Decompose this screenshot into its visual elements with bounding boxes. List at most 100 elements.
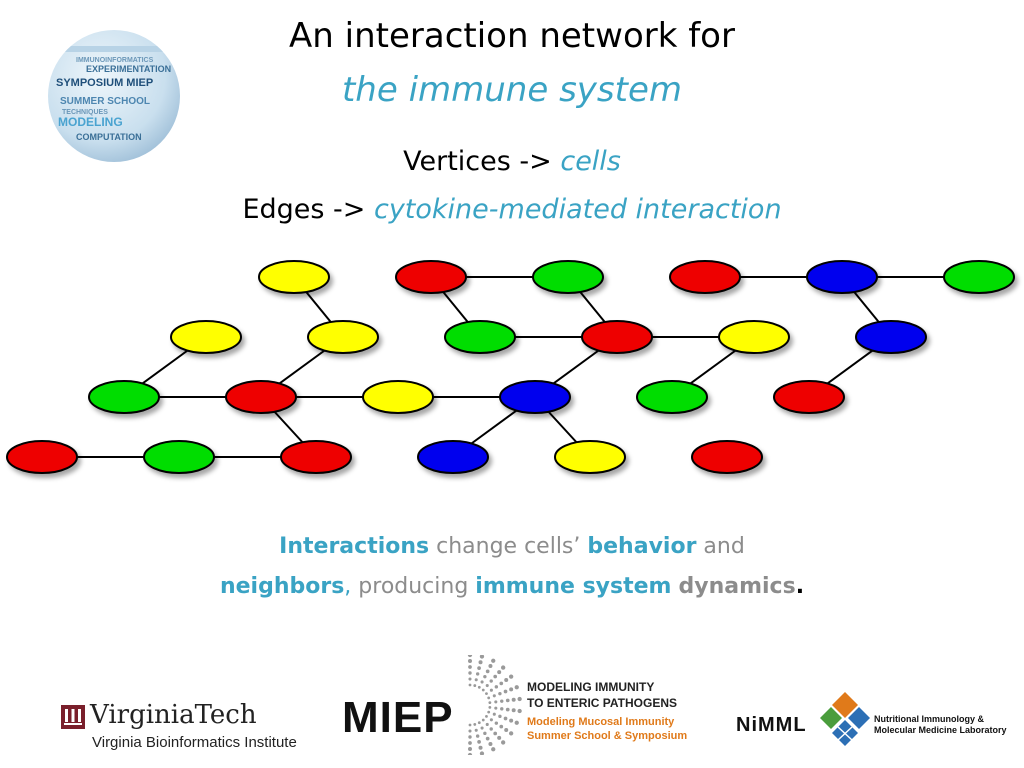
sphere-word: SYMPOSIUM MIEP [56,77,153,89]
page-title: An interaction network for [289,16,735,56]
dot [493,674,498,679]
nimml-logo: NiMML Nutritional Immunology &Molecular … [734,690,1007,760]
sphere-word: MODELING [58,115,123,129]
dot [478,745,483,750]
caption-word: neighbors [219,574,345,599]
miep-line: Modeling Mucosal Immunity [527,716,675,728]
edges-term: cytokine-mediated interaction [373,194,782,225]
cell-node-yellow [718,320,790,354]
dot [498,691,502,696]
dot [474,678,478,682]
dot [489,688,493,692]
dot [479,751,485,755]
dot [468,747,472,751]
caption-word: , [344,574,352,599]
cell-node-red [395,260,467,294]
dot [494,685,499,689]
cell-node-green [636,380,708,414]
dot [500,699,504,703]
dot [467,655,473,658]
sphere-word: TECHNIQUES [62,109,108,116]
dot [493,731,498,736]
cell-node-red [6,440,78,474]
cell-node-yellow [307,320,379,354]
cell-node-green [444,320,516,354]
dot [485,736,490,741]
virginia-tech-logo: VirginiaTech Virginia Bioinformatics Ins… [60,700,320,756]
dot [475,734,480,738]
sphere-word: SUMMER SCHOOL [60,96,150,107]
dot [489,679,493,683]
dot [499,724,504,729]
cell-node-red [669,260,741,294]
dot [503,716,508,721]
dot [491,658,496,663]
dot [504,678,509,683]
dot [478,660,483,665]
dot [475,672,480,676]
caption-word: Interactions [279,534,430,559]
dot [477,740,481,744]
nimml-wordmark: NiMML [736,714,807,736]
dot [494,700,498,704]
caption-line-1: Interactions change cells’ behavior and [0,534,1024,559]
cell-node-red [691,440,763,474]
miep-wordmark: MIEP [342,693,454,742]
dot [473,684,477,687]
caption-word: producing [351,574,476,599]
dot [468,723,472,727]
caption-word: and [696,534,745,559]
dot [480,726,484,730]
edges-definition: Edges -> cytokine-mediated interaction [0,194,1024,225]
dot [491,747,496,752]
dot [497,670,502,675]
dot [501,740,506,745]
dot [498,714,502,719]
dot [480,680,484,684]
dot [494,721,499,725]
caption-word: dynamics [678,574,796,599]
nimml-line: Molecular Medicine Laboratory [874,725,1007,735]
dot [485,692,488,696]
cell-node-green [143,440,215,474]
dot [488,706,492,709]
nimml-line: Nutritional Immunology & [874,714,984,724]
dot [468,659,472,663]
cell-node-green [88,380,160,414]
dot [488,741,493,746]
dot [517,708,522,714]
dot [511,708,516,713]
dot [503,689,508,694]
cell-node-red [773,380,845,414]
dot [487,710,491,714]
nimml-title: Nutritional Immunology &Molecular Medici… [874,714,1007,736]
dot [504,727,509,732]
interaction-network-diagram [6,260,1015,474]
dot [511,697,516,702]
edges-prefix: Edges -> [242,194,374,225]
vertices-definition: Vertices -> cells [0,146,1024,177]
miep-line: MODELING IMMUNITY [527,680,655,694]
dot-burst-icon [467,655,522,755]
cell-node-red [225,380,297,414]
cell-node-red [581,320,653,354]
dot [483,674,487,679]
dot [499,681,504,686]
dot [477,685,481,689]
dot [473,723,477,726]
cell-node-blue [417,440,489,474]
dot [492,694,496,698]
dot [468,735,472,739]
cell-node-green [943,260,1015,294]
dot [468,677,472,681]
cell-node-blue [806,260,878,294]
dot [500,707,504,711]
page-subtitle: the immune system [341,70,683,110]
cell-node-blue [499,380,571,414]
caption-word: . [795,574,805,599]
dot [467,752,473,755]
vertices-prefix: Vertices -> [403,146,561,177]
dot [488,664,493,669]
dot [509,687,514,692]
